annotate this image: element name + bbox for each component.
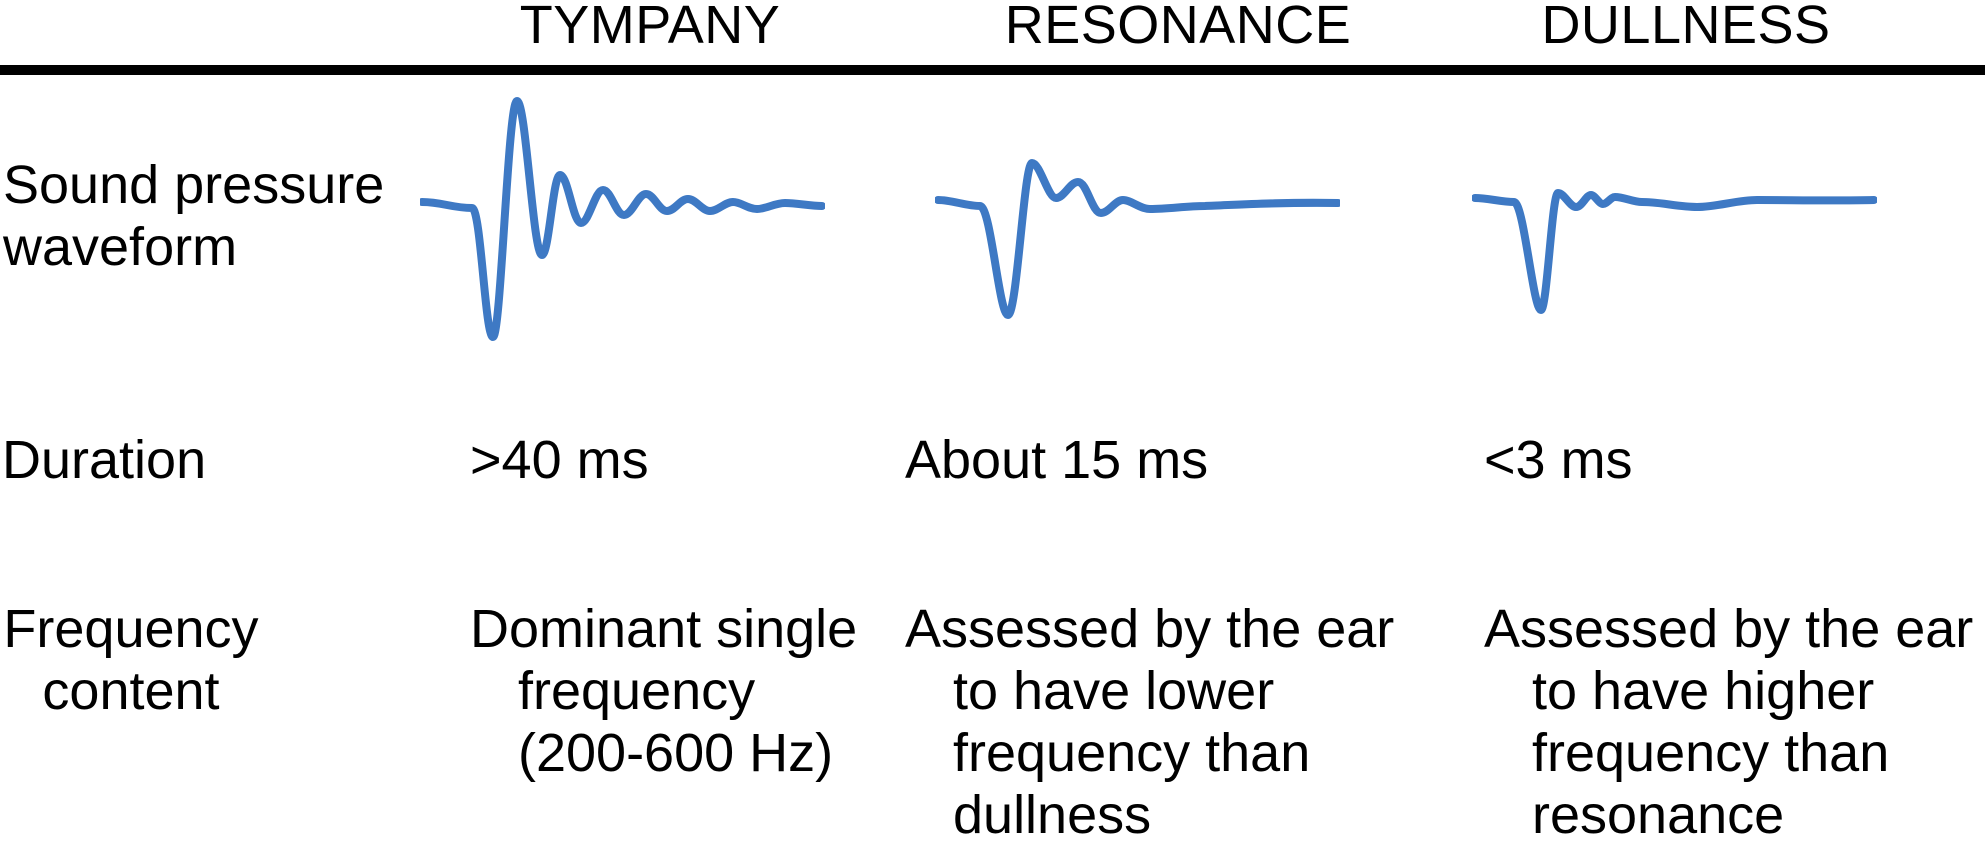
frequency-content-line: frequency	[518, 661, 756, 721]
row-label-line: content	[42, 661, 220, 721]
dullness-waveform	[1472, 189, 1877, 314]
row-label-line: Sound pressure	[3, 155, 385, 215]
dullness-waveform-trace	[1472, 189, 1877, 314]
frequency-content-line: resonance	[1532, 785, 1785, 845]
frequency-content-resonance: Assessed by the ear to have lower freque…	[905, 598, 1445, 846]
resonance-waveform	[935, 159, 1340, 319]
duration-value-tympany: >40 ms	[470, 430, 649, 490]
duration-value-dullness: <3 ms	[1484, 430, 1633, 490]
header-rule	[0, 65, 1985, 75]
row-label-line: waveform	[3, 217, 238, 277]
row-label-sound-pressure-waveform: Sound pressure waveform	[3, 154, 384, 278]
column-header-dullness: DULLNESS	[1541, 0, 1831, 55]
frequency-content-dullness: Assessed by the ear to have higher frequ…	[1484, 598, 1985, 846]
frequency-content-line: (200-600 Hz)	[518, 723, 834, 783]
frequency-content-line: to have lower	[953, 661, 1275, 721]
frequency-content-line: to have higher	[1532, 661, 1875, 721]
resonance-waveform-trace	[935, 159, 1340, 319]
frequency-content-tympany: Dominant single frequency (200-600 Hz)	[470, 598, 900, 784]
frequency-content-line: Assessed by the ear	[905, 599, 1395, 659]
column-header-resonance: RESONANCE	[1004, 0, 1352, 55]
frequency-content-line: Assessed by the ear	[1484, 599, 1974, 659]
frequency-content-line: dullness	[953, 785, 1152, 845]
row-label-duration: Duration	[2, 430, 207, 490]
duration-value-resonance: About 15 ms	[905, 430, 1209, 490]
row-label-frequency-content: Frequency content	[0, 598, 262, 722]
frequency-content-line: Dominant single	[470, 599, 858, 659]
tympany-waveform	[420, 97, 825, 341]
tympany-waveform-trace	[420, 97, 825, 341]
column-header-tympany: TYMPANY	[519, 0, 781, 55]
frequency-content-line: frequency than	[953, 723, 1311, 783]
frequency-content-line: frequency than	[1532, 723, 1890, 783]
row-label-line: Frequency	[3, 599, 259, 659]
